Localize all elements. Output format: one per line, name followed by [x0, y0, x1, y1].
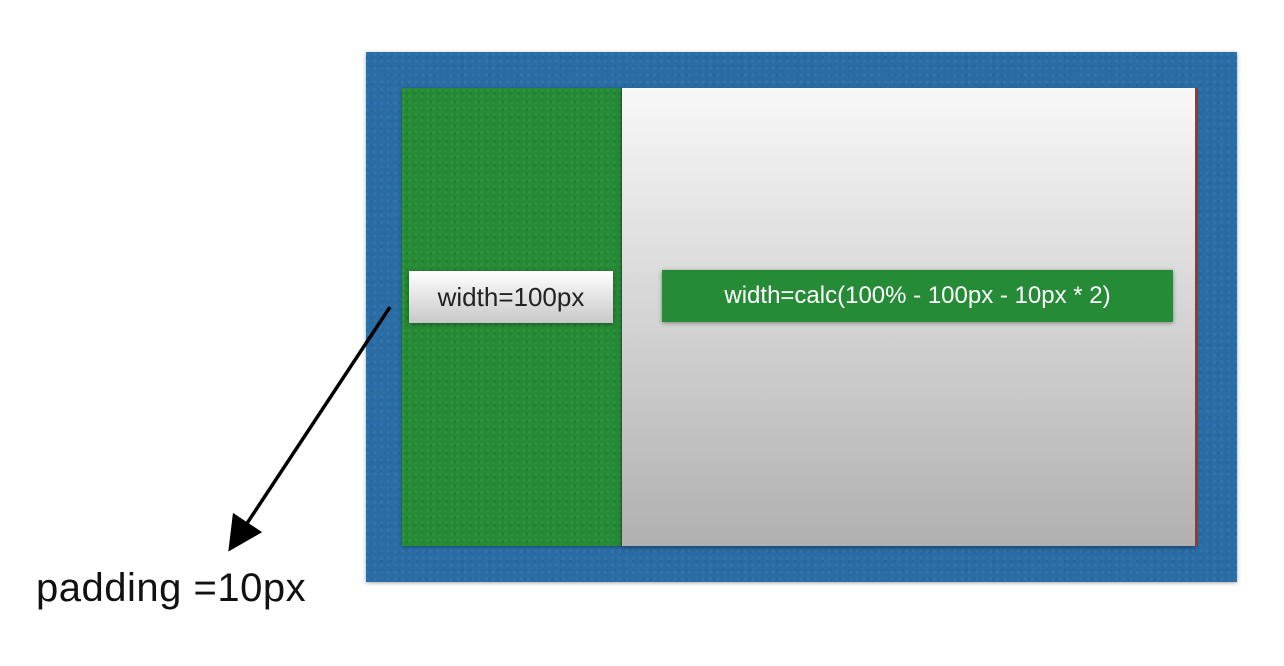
- right-column-width-label: width=calc(100% - 100px - 10px * 2): [662, 270, 1173, 322]
- right-column-edge: [1195, 88, 1198, 546]
- padding-caption: padding =10px: [36, 566, 307, 610]
- left-column-width-label: width=100px: [409, 271, 613, 323]
